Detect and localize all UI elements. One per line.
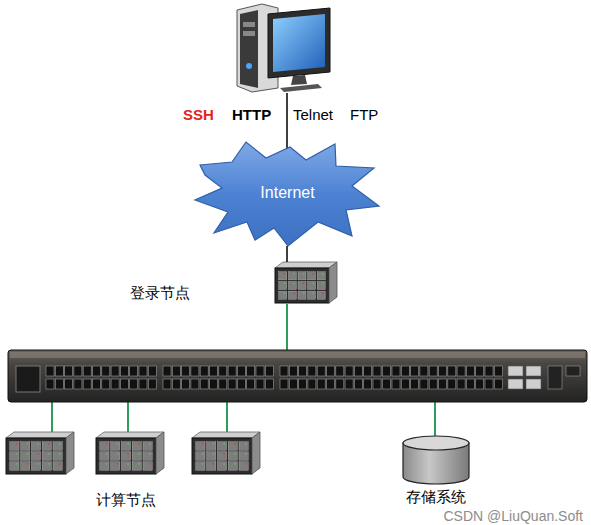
- compute-server-icon: [96, 432, 164, 474]
- network-cable: [286, 304, 288, 352]
- network-cable: [51, 402, 53, 432]
- internet-node: Internet: [195, 140, 380, 246]
- watermark: CSDN @LiuQuan.Soft: [444, 508, 584, 524]
- node-label: 登录节点: [130, 284, 190, 302]
- connector-line: [286, 246, 288, 262]
- group-label: 计算节点: [96, 491, 156, 509]
- internet-cloud: [195, 142, 379, 246]
- protocol-label: HTTP: [232, 106, 271, 124]
- node-label: 存储系统: [406, 488, 466, 506]
- storage-cylinder: [403, 436, 469, 484]
- wire: [286, 93, 288, 152]
- login-node: 登录节点: [130, 262, 338, 304]
- network-cable: [127, 402, 129, 432]
- network-cable: [226, 402, 228, 432]
- node-label: Internet: [260, 184, 314, 202]
- computer-icon: [237, 4, 330, 92]
- compute-server-icon: [6, 432, 74, 474]
- protocol-label: SSH: [183, 106, 214, 124]
- protocol-label: Telnet: [293, 106, 333, 124]
- login-server-icon: [275, 262, 337, 303]
- network-switch: [8, 350, 587, 402]
- compute-server-icon: [192, 432, 260, 474]
- protocol-label: FTP: [350, 106, 378, 124]
- storage-node: 存储系统: [391, 432, 481, 506]
- network-cable: [434, 402, 436, 436]
